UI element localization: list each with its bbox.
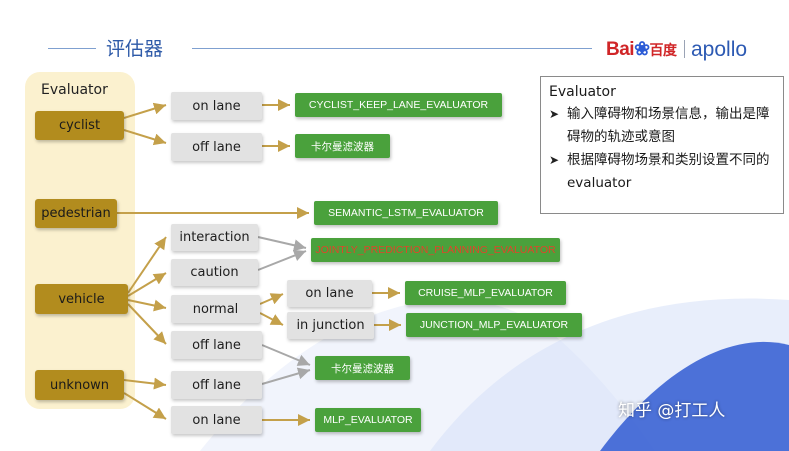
condition-cyclist-on-lane: on lane bbox=[171, 92, 262, 120]
info-title: Evaluator bbox=[549, 84, 616, 100]
bullet-arrow-icon: ➤ bbox=[549, 153, 560, 167]
condition-unknown-off-lane: off lane bbox=[171, 371, 262, 399]
baidu-logo-cn: 百度 bbox=[649, 42, 678, 58]
evaluator-mlp: MLP_EVALUATOR bbox=[315, 408, 421, 432]
condition-normal-in-junction: in junction bbox=[287, 312, 374, 339]
baidu-logo: Bai❀百度 bbox=[606, 38, 682, 62]
category-cyclist: cyclist bbox=[35, 111, 124, 140]
evaluator-info-box: Evaluator ➤ 输入障碍物和场景信息，输出是障碍物的轨迹或意图 ➤ 根据… bbox=[540, 76, 784, 214]
bullet-arrow-icon: ➤ bbox=[549, 107, 560, 121]
info-bullet-text: 输入障碍物和场景信息，输出是障碍物的轨迹或意图 bbox=[567, 106, 770, 145]
info-bullet: ➤ 根据障碍物场景和类别设置不同的evaluator bbox=[549, 149, 775, 195]
info-bullet-text: 根据障碍物场景和类别设置不同的evaluator bbox=[567, 152, 770, 191]
evaluator-kalman-filter-cyclist: 卡尔曼滤波器 bbox=[295, 134, 390, 158]
condition-unknown-on-lane: on lane bbox=[171, 406, 262, 434]
evaluator-semantic-lstm: SEMANTIC_LSTM_EVALUATOR bbox=[314, 201, 498, 225]
logo-separator bbox=[684, 40, 685, 58]
condition-vehicle-interaction: interaction bbox=[171, 224, 258, 251]
category-pedestrian: pedestrian bbox=[35, 199, 117, 228]
evaluator-cyclist-keep-lane: CYCLIST_KEEP_LANE_EVALUATOR bbox=[295, 93, 502, 117]
panel-title: Evaluator bbox=[41, 82, 108, 98]
category-unknown: unknown bbox=[35, 370, 124, 400]
evaluator-cruise-mlp: CRUISE_MLP_EVALUATOR bbox=[405, 281, 566, 305]
page-title: 评估器 bbox=[106, 38, 164, 60]
evaluator-jointly-prediction-planning: JOINTLY_PREDICTION_PLANNING_EVALUATOR bbox=[311, 238, 560, 262]
condition-vehicle-caution: caution bbox=[171, 259, 258, 286]
apollo-logo: apollo bbox=[691, 38, 748, 61]
condition-normal-on-lane: on lane bbox=[287, 280, 372, 307]
category-vehicle: vehicle bbox=[35, 284, 128, 314]
title-left-rule bbox=[48, 48, 96, 49]
condition-vehicle-off-lane: off lane bbox=[171, 331, 262, 359]
zhihu-watermark: 知乎 @打工人 bbox=[618, 401, 726, 421]
info-bullet: ➤ 输入障碍物和场景信息，输出是障碍物的轨迹或意图 bbox=[549, 103, 775, 149]
baidu-logo-text: Bai bbox=[606, 39, 635, 60]
paw-icon: ❀ bbox=[634, 39, 650, 60]
title-right-rule bbox=[192, 48, 592, 49]
evaluator-junction-mlp: JUNCTION_MLP_EVALUATOR bbox=[406, 313, 582, 337]
condition-cyclist-off-lane: off lane bbox=[171, 133, 262, 161]
evaluator-kalman-filter-unknown: 卡尔曼滤波器 bbox=[315, 356, 410, 380]
condition-vehicle-normal: normal bbox=[171, 295, 260, 323]
